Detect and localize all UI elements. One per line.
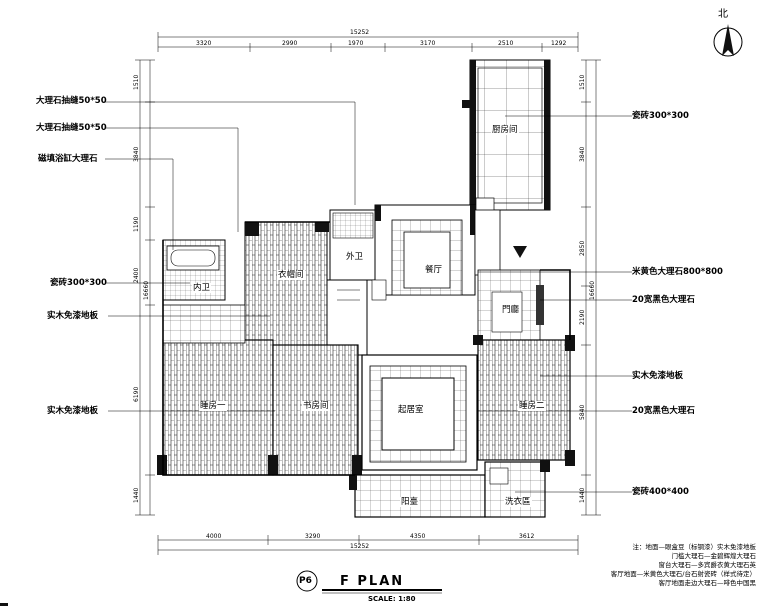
right-label-5: 20宽黑色大理石 (632, 406, 695, 416)
right-dimension-lines (581, 59, 601, 516)
room-closet: 衣帽间 (277, 270, 305, 280)
note-line-2: 门槛大理石—金碧辉煌大理石 (671, 552, 757, 560)
right-dim-1: 1510 (579, 74, 586, 90)
right-label-4: 实木免漆地板 (632, 371, 684, 381)
bottom-dim-1: 4000 (206, 533, 222, 540)
corner-mark (0, 603, 8, 606)
top-dimension-lines (157, 32, 579, 52)
room-balcony: 阳臺 (400, 497, 420, 507)
room-study: 书房间 (302, 401, 330, 411)
top-dim-5: 2510 (498, 40, 514, 47)
right-dim-4: 2190 (579, 309, 586, 325)
left-dimension-lines (135, 59, 155, 516)
left-label-1: 大理石抽缝50*50 (36, 96, 107, 106)
closet (244, 221, 329, 351)
top-dim-1: 3320 (196, 40, 212, 47)
left-dim-4: 2400 (133, 267, 140, 283)
right-dim-3: 2850 (579, 240, 586, 256)
top-dim-2: 2990 (282, 40, 298, 47)
left-label-3: 磁填浴缸大理石 (38, 154, 98, 164)
room-kitchen: 厨房间 (491, 125, 519, 135)
bottom-dim-3: 4350 (410, 533, 426, 540)
top-total-dim: 15252 (350, 29, 370, 36)
right-total-dim: 16660 (589, 280, 596, 300)
left-dim-5: 6190 (133, 386, 140, 402)
room-bedroom-two: 睡房二 (518, 401, 546, 411)
room-outer-bath: 外卫 (345, 252, 365, 262)
laundry (484, 460, 550, 518)
plan-title: F PLAN (340, 574, 405, 589)
right-label-6: 瓷砖400*400 (632, 487, 689, 497)
note-line-5: 客厅地面走边大理石—啡色中国黑 (658, 579, 757, 587)
balcony (349, 474, 486, 518)
note-line-4: 客厅地面—米黄色大理石/台石射瓷砖（样式待定） (610, 570, 756, 578)
left-leader-lines (102, 101, 356, 412)
room-living: 起居室 (397, 405, 425, 415)
top-dim-3: 1970 (348, 40, 364, 47)
right-leader-lines (478, 115, 632, 493)
outer-walls (162, 221, 571, 476)
room-dining: 餐厅 (424, 265, 444, 275)
north-arrow-icon (713, 24, 743, 57)
entry-area (477, 246, 544, 341)
left-label-4: 瓷砖300*300 (50, 278, 107, 288)
room-inner-bath: 内卫 (192, 283, 212, 293)
bottom-dimension-lines (157, 535, 579, 555)
title-block-graphic (296, 570, 442, 594)
right-dim-6: 1440 (579, 487, 586, 503)
sheet-number: P6 (299, 576, 312, 586)
left-total-dim: 16660 (143, 280, 150, 300)
left-label-2: 大理石抽缝50*50 (36, 123, 107, 133)
room-laundry: 洗衣區 (504, 497, 532, 507)
left-dim-6: 1440 (133, 487, 140, 503)
bottom-total-dim: 15252 (350, 543, 370, 550)
note-line-1: 注：地面—眼盒豆（标钢漆）实木免漆地板 (632, 543, 757, 551)
right-label-1: 瓷砖300*300 (632, 111, 689, 121)
left-dim-1: 1510 (133, 74, 140, 90)
corridor (326, 279, 387, 356)
room-bedroom-one: 睡房一 (199, 401, 227, 411)
room-entry: 門廳 (501, 305, 521, 315)
right-label-2: 米黄色大理石800*800 (632, 267, 723, 277)
bedroom-two (473, 335, 575, 466)
upper-middle-block (329, 204, 501, 296)
bottom-dim-2: 3290 (305, 533, 321, 540)
plan-scale: SCALE: 1:80 (368, 595, 416, 603)
left-dim-3: 1190 (133, 216, 140, 232)
left-label-5: 实木免漆地板 (47, 311, 99, 321)
top-dim-6: 1292 (551, 40, 567, 47)
bedroom-one (157, 304, 274, 476)
notes-block: 注：地面—眼盒豆（标钢漆）实木免漆地板 门槛大理石—金碧辉煌大理石 窗台大理石—… (560, 543, 756, 588)
left-label-6: 实木免漆地板 (47, 406, 99, 416)
north-label: 北 (718, 9, 728, 20)
left-dim-2: 3840 (133, 146, 140, 162)
right-label-3: 20宽黑色大理石 (632, 295, 695, 305)
right-dim-2: 3840 (579, 146, 586, 162)
kitchen-area (462, 59, 551, 217)
right-dim-5: 5840 (579, 404, 586, 420)
note-line-3: 窗台大理石—多宾爵衣黄大理石英 (658, 561, 757, 569)
bottom-dim-4: 3612 (519, 533, 535, 540)
top-dim-4: 3170 (420, 40, 436, 47)
